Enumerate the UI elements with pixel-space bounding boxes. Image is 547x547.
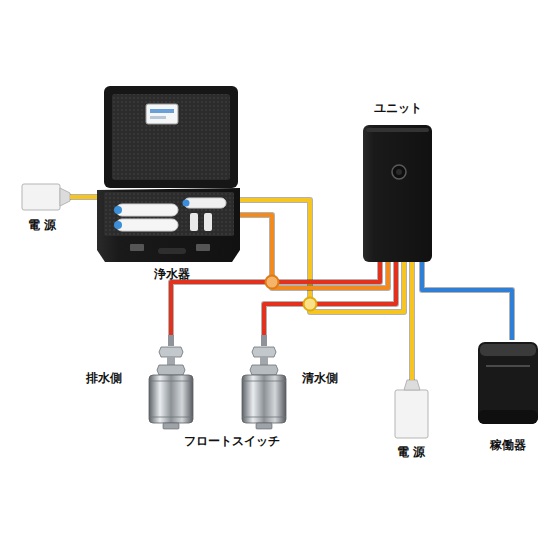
part-label: 電 源 (28, 218, 56, 232)
wire-outline (240, 215, 388, 288)
signal-wire (240, 200, 404, 312)
wire-core (264, 262, 396, 335)
operating-device (478, 342, 538, 424)
wire-outline (171, 262, 380, 335)
wire-outline (409, 262, 415, 380)
float-switch-drain (149, 335, 193, 429)
wire-outline (70, 194, 97, 200)
control-unit (363, 125, 432, 262)
signal-wire (171, 262, 380, 335)
wire-core (240, 200, 404, 312)
wire-outline (264, 262, 396, 335)
wire-core (171, 262, 380, 335)
power-supply-bottom (395, 380, 428, 438)
float-switch: 清水側 (240, 335, 288, 430)
part-label: ユニット (374, 101, 422, 115)
wire-core (422, 262, 512, 340)
wire-outline (422, 262, 512, 340)
power-supply: 電 源 (395, 380, 428, 438)
signal-wire (70, 197, 97, 198)
wire-core (70, 195, 97, 199)
part-label: 稼働器 (490, 438, 526, 452)
purifier-case (97, 86, 240, 262)
junction-ring (266, 276, 279, 289)
float-switch-clean (242, 335, 286, 429)
power-supply: 電 源 (22, 183, 70, 211)
signal-wire (264, 262, 396, 335)
part-label: 清水側 (302, 371, 338, 385)
control-unit: ユニット (363, 125, 432, 262)
part-label: 浄水器 (154, 267, 190, 281)
wire-core (240, 215, 388, 288)
operating-device: 稼働器 (478, 340, 540, 424)
wire-outline (240, 200, 404, 312)
power-supply-left (22, 184, 70, 210)
part-label: フロートスイッチ (184, 434, 280, 448)
part-label: 電 源 (397, 445, 425, 459)
part-label: 排水側 (86, 371, 122, 385)
signal-wire (412, 262, 413, 380)
float-switch: 排水側 (147, 335, 195, 430)
junction-ring (304, 298, 317, 311)
wire-core (410, 262, 414, 380)
water-purifier: 浄水器 (97, 86, 240, 263)
signal-wire (422, 262, 512, 340)
signal-wire (240, 215, 388, 288)
